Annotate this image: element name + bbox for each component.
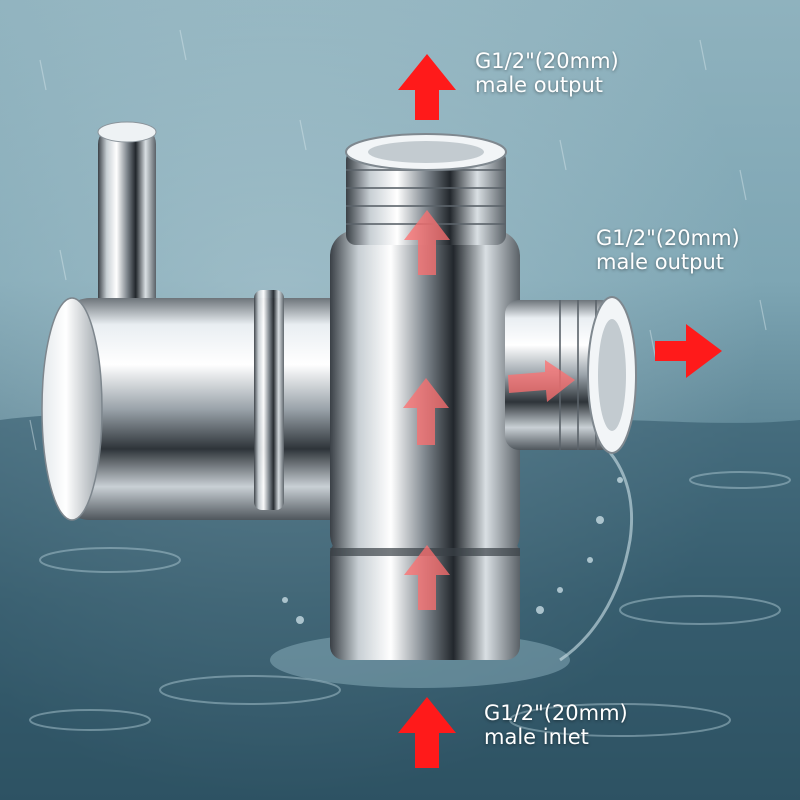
side-output-size: G1/2"(20mm) — [596, 226, 740, 250]
ripples — [29, 471, 791, 737]
side-output-role: male output — [596, 250, 725, 274]
inlet-label: G1/2"(20mm) male inlet — [484, 701, 628, 749]
arrow-icon — [403, 378, 449, 445]
inlet-size: G1/2"(20mm) — [484, 701, 628, 725]
rain-streaks — [29, 29, 767, 451]
top-output-size: G1/2"(20mm) — [475, 49, 619, 73]
arrow-icon — [398, 697, 456, 768]
arrow-icon — [398, 54, 456, 120]
internal-flow-arrows — [403, 210, 575, 610]
side-output-label: G1/2"(20mm) male output — [596, 226, 740, 274]
flow-arrows — [398, 54, 722, 768]
arrow-icon — [655, 324, 722, 378]
inlet-role: male inlet — [484, 725, 589, 749]
valve-handle — [97, 121, 157, 326]
top-output-label: G1/2"(20mm) male output — [475, 49, 619, 97]
arrow-icon — [404, 210, 450, 275]
arrow-icon — [404, 545, 450, 610]
top-thread — [345, 133, 507, 245]
arrow-icon — [508, 360, 575, 402]
top-output-role: male output — [475, 73, 604, 97]
